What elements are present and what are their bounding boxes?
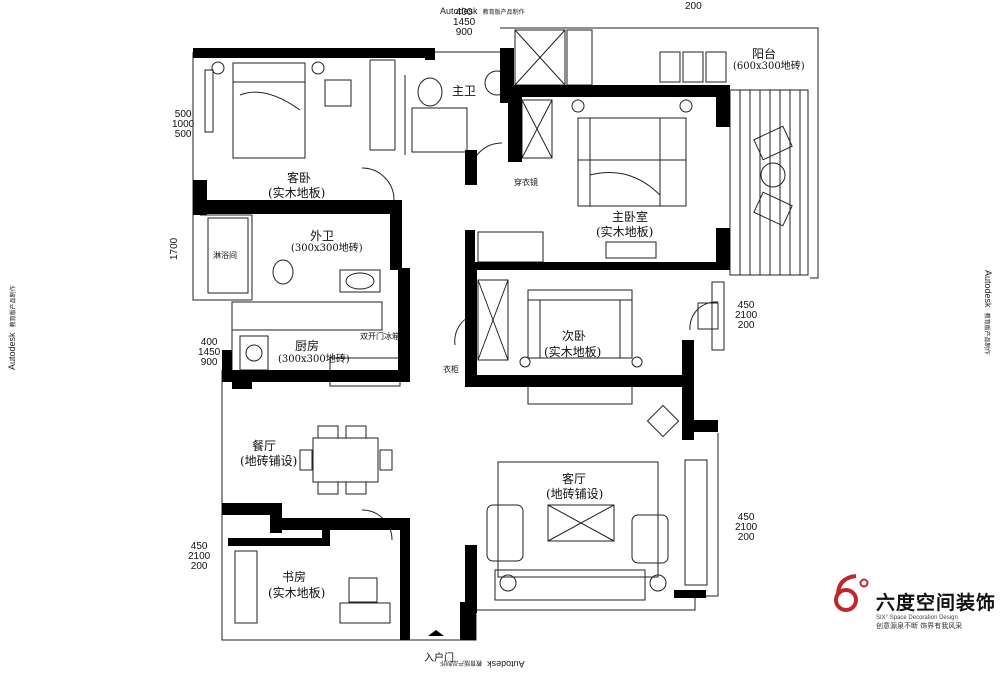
dim-value: 2100	[735, 310, 758, 321]
dim-value: 200	[737, 320, 755, 331]
dim-right-living: 450 2100 200	[735, 513, 757, 543]
guest-bedroom-label: 客卧	[287, 171, 312, 185]
dim-value: 900	[455, 27, 473, 38]
company-logo: 六度空间装饰 SIX° Space Decoration Design 创意源泉…	[876, 588, 996, 631]
watermark-bottom: Autodesk 教育版产品制作	[440, 658, 525, 674]
watermark-note: 教育版产品制作	[10, 285, 17, 328]
watermark-note: 教育版产品制作	[440, 659, 483, 666]
dining-floor-label: (地砖铺设)	[240, 454, 298, 468]
logo-slogan: 创意源泉不断 饰界有我风采	[876, 622, 963, 630]
watermark-brand: Autodesk	[7, 332, 17, 370]
dim-value: 400	[455, 7, 473, 18]
dim-value: 450	[190, 541, 208, 552]
study-floor-label: (实木地板)	[268, 586, 326, 600]
dim-top-left: 400 1450 900	[453, 8, 475, 38]
dim-value: 200	[737, 532, 755, 543]
watermark-top: Autodesk 教育版产品制作	[440, 1, 525, 17]
second-bedroom-label: 次卧	[562, 329, 587, 343]
dim-left-kitchen: 400 1450 900	[198, 338, 220, 368]
master-bedroom-floor-label: (实木地板)	[596, 225, 654, 239]
balcony-label: 阳台	[752, 47, 777, 61]
watermark-right: Autodesk 教育版产品制作	[982, 270, 998, 355]
logo-subtitle: SIX° Space Decoration Design	[876, 615, 958, 621]
dim-right-second: 450 2100 200	[735, 301, 757, 331]
guest-bedroom-floor-label: (实木地板)	[268, 186, 326, 200]
dim-value: 2100	[735, 522, 758, 533]
shower-label: 淋浴间	[213, 251, 237, 260]
dim-value: 200	[190, 561, 208, 572]
dim-value: 2100	[188, 551, 211, 562]
logo-name: 六度空间装饰	[876, 592, 997, 614]
dining-label: 餐厅	[252, 439, 277, 453]
balcony-floor-label: (600x300地砖)	[733, 61, 805, 72]
dim-value: 1450	[453, 17, 476, 28]
dim-value: 500	[174, 109, 192, 120]
watermark-brand: Autodesk	[440, 6, 478, 16]
kitchen-label: 厨房	[295, 339, 320, 353]
watermark-brand: Autodesk	[983, 270, 993, 308]
dim-value: 1000	[172, 119, 195, 130]
outer-bath-floor-label: (300x300地砖)	[291, 243, 363, 254]
master-bedroom-label: 主卧室	[612, 210, 649, 224]
living-floor-label: (地砖铺设)	[546, 487, 604, 501]
dim-value: 1450	[198, 347, 221, 358]
entrance-label: 入户门	[424, 653, 454, 664]
dim-value: 450	[737, 300, 755, 311]
watermark-note: 教育版产品制作	[983, 312, 990, 355]
watermark-note: 教育版产品制作	[482, 9, 525, 16]
dim-left-upper: 500 1000 500	[172, 110, 194, 140]
dim-left-mid: 1700	[169, 237, 180, 260]
kitchen-floor-label: (300x300地砖)	[278, 354, 350, 365]
closet-label: 衣柜	[443, 365, 459, 374]
watermark-left: Autodesk 教育版产品制作	[2, 285, 18, 370]
master-bath-label: 主卫	[452, 84, 477, 98]
dim-value: 500	[174, 129, 192, 140]
watermark-brand: Autodesk	[487, 659, 525, 669]
dim-value: 900	[200, 357, 218, 368]
dim-left-study: 450 2100 200	[188, 542, 210, 572]
dim-value: 400	[200, 337, 218, 348]
dim-top-right: 200	[685, 1, 702, 12]
living-label: 客厅	[562, 472, 587, 486]
fridge-label: 双开门冰箱	[360, 332, 400, 341]
study-label: 书房	[282, 570, 307, 584]
wardrobe-label: 穿衣镜	[514, 178, 538, 187]
dim-value: 450	[737, 512, 755, 523]
second-bedroom-floor-label: (实木地板)	[544, 345, 602, 359]
outer-bath-label: 外卫	[310, 229, 335, 243]
